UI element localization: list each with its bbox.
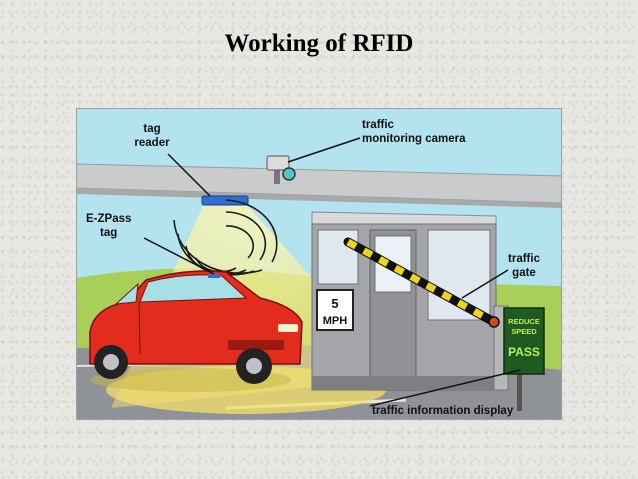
label-gate-line1: traffic [508, 253, 541, 265]
display-line-2: SPEED [511, 327, 537, 336]
label-tag-reader-line2: reader [134, 137, 170, 149]
display-line-1: REDUCE [508, 317, 540, 326]
display-line-3: PASS [508, 345, 540, 359]
rfid-toll-illustration: 5 MPH REDUCE SPEED PASS [76, 108, 562, 420]
slide-title: Working of RFID [0, 30, 638, 58]
label-info-display: traffic information display [372, 405, 514, 417]
label-camera-line2: monitoring camera [362, 133, 466, 145]
label-tag-reader-line1: tag [143, 123, 160, 135]
label-ezpass-line1: E-ZPass [86, 213, 131, 225]
label-camera-line1: traffic [362, 119, 395, 131]
speed-limit-sign: 5 MPH [317, 290, 353, 330]
label-gate-line2: gate [512, 267, 536, 279]
speed-sign-number: 5 [331, 296, 338, 311]
label-ezpass-line2: tag [100, 227, 117, 239]
tag-reader-device [202, 196, 248, 205]
speed-sign-unit: MPH [323, 315, 348, 327]
